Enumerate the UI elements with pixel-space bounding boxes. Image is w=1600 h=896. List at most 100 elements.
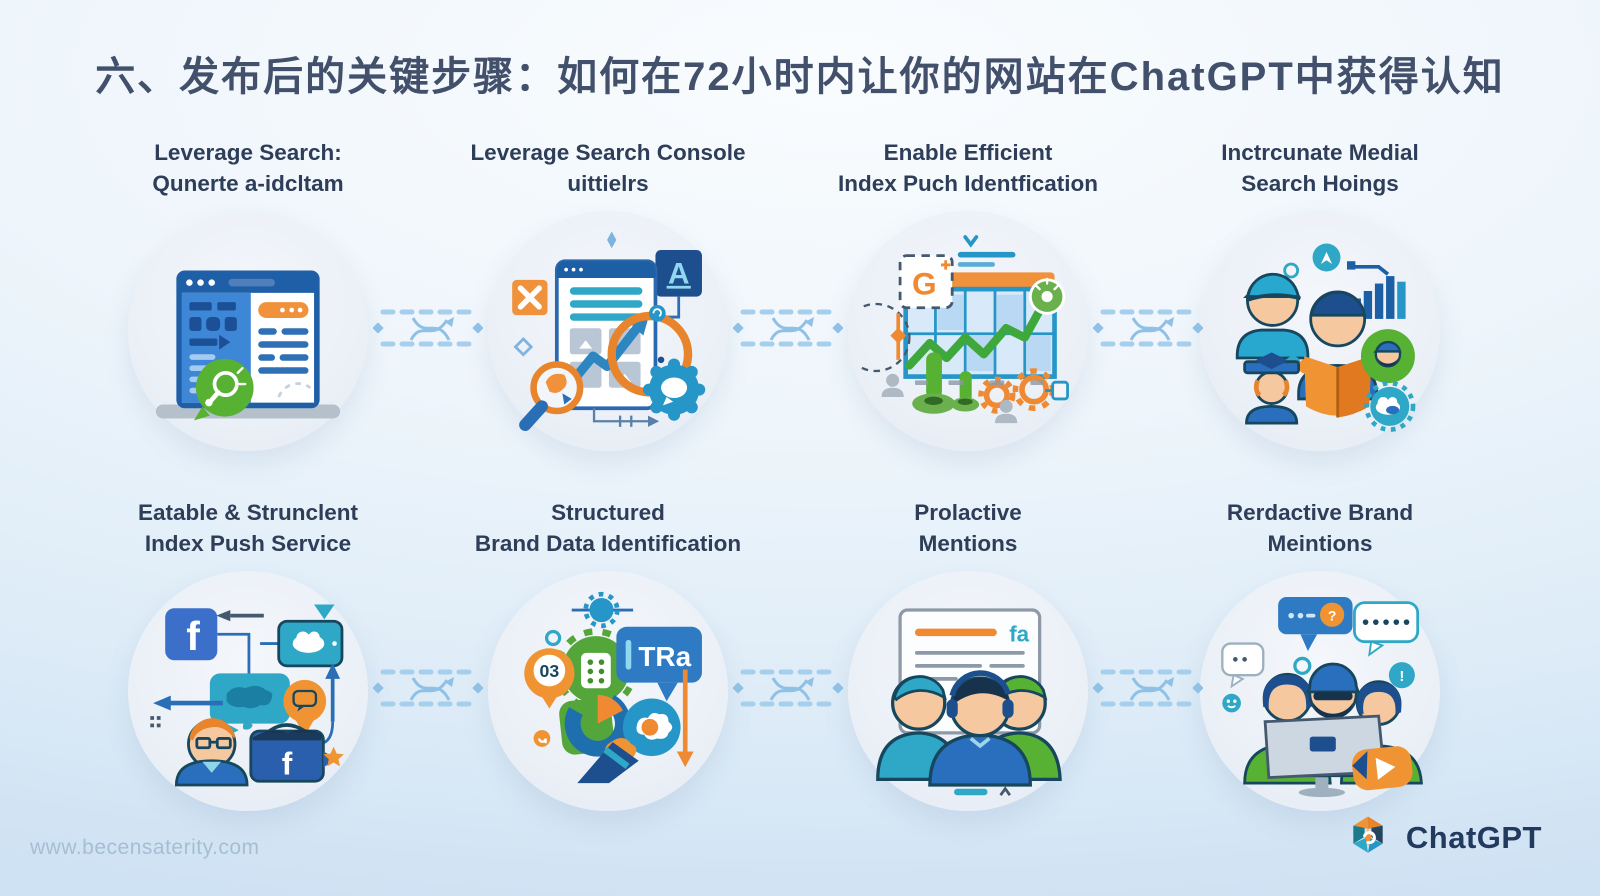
step-title-line2: Search Hoings: [1241, 170, 1399, 196]
arrow-left-icon: [153, 695, 171, 711]
headset-person-avatar: [928, 670, 1032, 787]
briefcase-letter: f: [282, 746, 293, 782]
step-title-line2: Meintions: [1267, 530, 1373, 556]
sun-gear-icon: [589, 598, 614, 623]
team-board-illustration: fa: [876, 608, 1062, 797]
step-title-line2: Qunerte a-idcltam: [152, 170, 344, 196]
chatgpt-logo-icon: [1353, 816, 1383, 853]
dashed-connector: [373, 309, 483, 347]
briefcase-icon: f: [249, 723, 338, 783]
analytics-chart-illustration: G: [861, 235, 1069, 424]
g-badge-box: [898, 254, 954, 310]
app-square-icon: [655, 250, 702, 297]
step-title-line2: Index Puch Identfication: [837, 170, 1099, 196]
capped-person-avatar: [1235, 273, 1310, 360]
search-badge-icon: [194, 359, 254, 421]
magnifier-icon: [212, 371, 239, 398]
illustration-circle: G: [848, 211, 1088, 452]
board-text: fa: [1009, 622, 1029, 647]
structured-data-illustration: TRa 03: [524, 592, 702, 784]
magnifier-icon: [519, 361, 584, 432]
step-card-index-push: Eatable & Strunclent Index Push Service …: [83, 498, 413, 812]
app-square-letter: A: [668, 258, 690, 291]
step-title: Structured Brand Data Identification: [443, 498, 773, 559]
brand-name: ChatGPT: [1405, 820, 1542, 855]
dashed-connector: [1093, 669, 1203, 707]
step-card-proactive-mentions: Prolactive Mentions fa: [803, 498, 1133, 812]
person-silhouette-icon: [994, 400, 1018, 424]
step-title-line2: Brand Data Identification: [474, 530, 742, 556]
social-network-illustration: f: [150, 604, 344, 787]
illustration-circle: [128, 211, 368, 452]
teal-person-avatar: [876, 675, 962, 782]
step-title-line1: Structured: [551, 500, 665, 525]
dashed-connector: [733, 309, 843, 347]
step-title-line2: Index Push Service: [144, 530, 352, 556]
page-title: 六、发布后的关键步骤：如何在72小时内让你的网站在ChatGPT中获得认知: [95, 55, 1505, 99]
illustration-circle: fa: [848, 571, 1088, 812]
step-title: Eatable & Strunclent Index Push Service: [83, 498, 413, 559]
dots-bubble-icon: [1353, 601, 1420, 657]
pie-chart-icon: [559, 690, 631, 757]
arrow-down-icon: [676, 751, 694, 768]
push-pin-icon: [912, 352, 955, 414]
pin-comment-icon: [283, 680, 327, 736]
facebook-letter: f: [186, 613, 200, 659]
pen-prism-icon: [577, 738, 639, 784]
step-card-leverage-search: Leverage Search: Qunerte a-idcltam: [83, 138, 413, 452]
brand-lockup: ChatGPT: [1342, 812, 1542, 864]
step-title: Prolactive Mentions: [803, 498, 1133, 559]
step-title-line1: Leverage Search Console: [470, 140, 746, 165]
step-title: Leverage Search: Qunerte a-idcltam: [83, 138, 413, 199]
small-bubble-icon: [1221, 642, 1265, 713]
step-title-line1: Inctrcunate Medial: [1221, 140, 1419, 165]
step-title-line2: uittielrs: [567, 170, 649, 196]
step-title: Inctrcunate Medial Search Hoings: [1155, 138, 1485, 199]
step-title-line1: Rerdactive Brand: [1226, 500, 1414, 525]
user-avatars-illustration: [1235, 243, 1416, 433]
step-card-search-console: Leverage Search Console uittielrs A: [443, 138, 773, 452]
arrow-left-icon: [216, 610, 231, 622]
headphones-icon: [949, 670, 1011, 697]
g-badge-letter: G: [912, 266, 937, 302]
browser-laptop-illustration: [155, 270, 341, 421]
page-analysis-illustration: A: [512, 231, 706, 432]
chat-bubble-icon: ?: [1278, 597, 1353, 652]
exclamation-badge-icon: [1388, 662, 1415, 689]
team-discussion-illustration: ?: [1221, 597, 1423, 798]
illustration-circle: A: [488, 211, 728, 452]
watermark-url: www.becensaterity.com: [30, 836, 260, 859]
illustration-circle: ?: [1200, 571, 1440, 812]
growth-arrow: [567, 323, 642, 388]
star-icon: [323, 747, 344, 767]
play-button-icon: [1352, 746, 1413, 791]
ai-blob-icon: [622, 698, 681, 757]
tra-speech-bubble: TRa: [616, 626, 702, 702]
phone-cloud-icon: [277, 620, 344, 668]
glasses-person-avatar: [174, 718, 249, 787]
step-title-line2: Mentions: [918, 530, 1018, 556]
dashed-gear-icon: [861, 303, 911, 373]
step-card-reactive-mentions: Rerdactive Brand Meintions ?: [1155, 498, 1485, 812]
step-number-text: 03: [540, 661, 560, 681]
step-card-structured-data: Structured Brand Data Identification: [443, 498, 773, 812]
illustration-circle: [1200, 211, 1440, 452]
step-title-line1: Eatable & Strunclent: [137, 500, 359, 525]
step-number-pin: 03: [524, 648, 575, 709]
green-circle-avatar: [1360, 329, 1415, 384]
graduate-person-avatar: [1243, 352, 1300, 425]
step-title: Enable Efficient Index Puch Identficatio…: [803, 138, 1133, 199]
dashed-connector: [733, 669, 843, 707]
cloud-icon: [1364, 380, 1416, 433]
facebook-icon: [165, 608, 218, 661]
dashed-connector: [373, 669, 483, 707]
step-title-line1: Enable Efficient: [883, 140, 1053, 165]
step-title: Leverage Search Console uittielrs: [443, 138, 773, 199]
step-title: Rerdactive Brand Meintions: [1155, 498, 1485, 559]
arrow-up-icon: [325, 663, 341, 680]
illustration-circle: TRa 03: [488, 571, 728, 812]
illustration-circle: f: [128, 571, 368, 812]
trend-line: [905, 296, 1050, 370]
step-title-line1: Leverage Search:: [154, 140, 342, 165]
